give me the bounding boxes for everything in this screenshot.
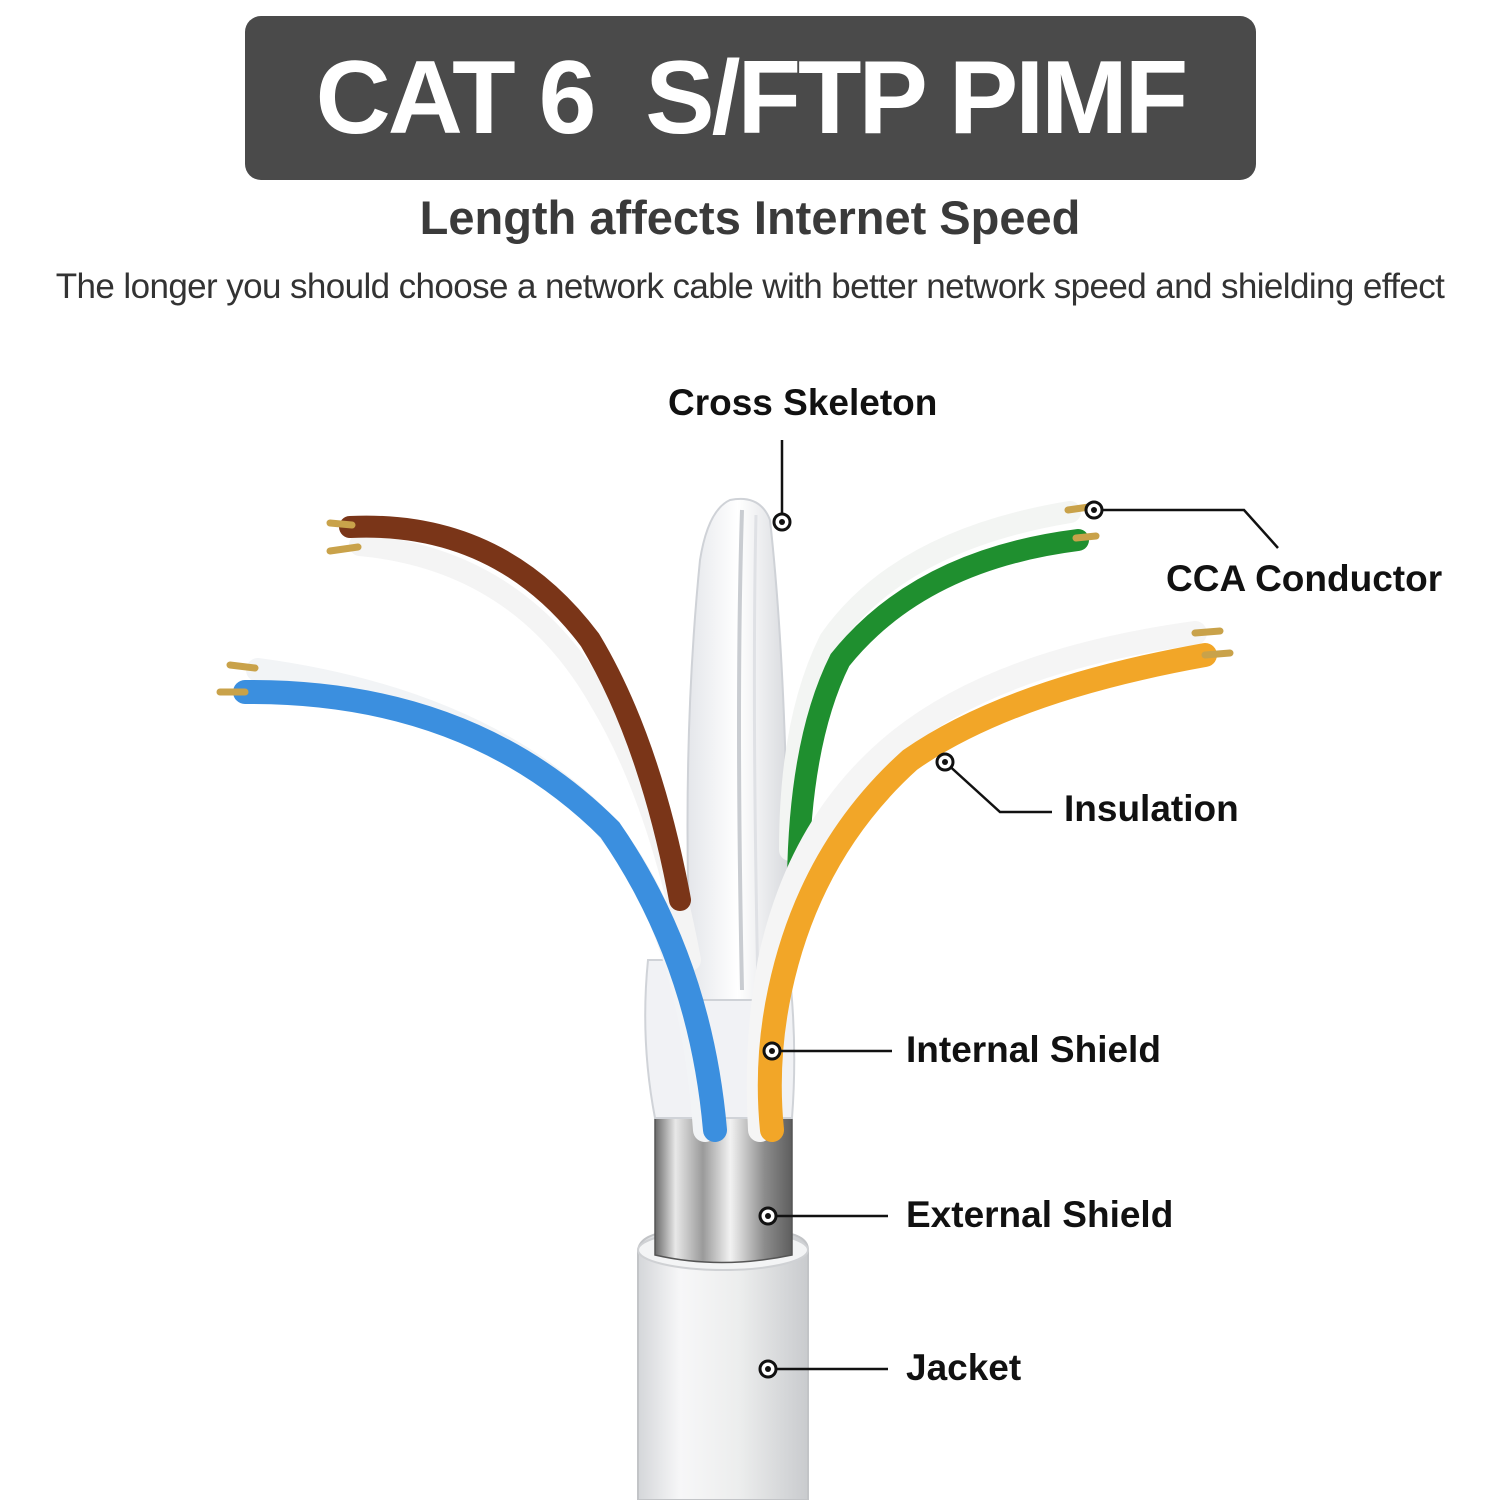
callout-lines (776, 440, 1279, 1371)
subtitle: Length affects Internet Speed (419, 191, 1081, 244)
internal-shield-label: Internal Shield (906, 1029, 1161, 1070)
insulation-label: Insulation (1064, 788, 1239, 829)
orange-pair-shape (746, 621, 1234, 1142)
title-banner: CAT 6 S/FTP PIMF (245, 16, 1256, 180)
jacket-shape (637, 1229, 809, 1500)
callout-markers (758, 500, 1104, 1379)
cross-skeleton-shape (686, 498, 790, 1001)
jacket-label: Jacket (906, 1347, 1022, 1388)
brown-pair-shape (326, 515, 701, 971)
cca-conductor-label: CCA Conductor (1166, 558, 1443, 599)
description: The longer you should choose a network c… (55, 267, 1445, 306)
external-shield-shape (654, 1117, 793, 1264)
page-title: CAT 6 S/FTP PIMF (315, 39, 1189, 156)
external-shield-label: External Shield (906, 1194, 1174, 1235)
blue-pair-shape (216, 658, 727, 1142)
cross-skeleton-label: Cross Skeleton (668, 382, 938, 423)
